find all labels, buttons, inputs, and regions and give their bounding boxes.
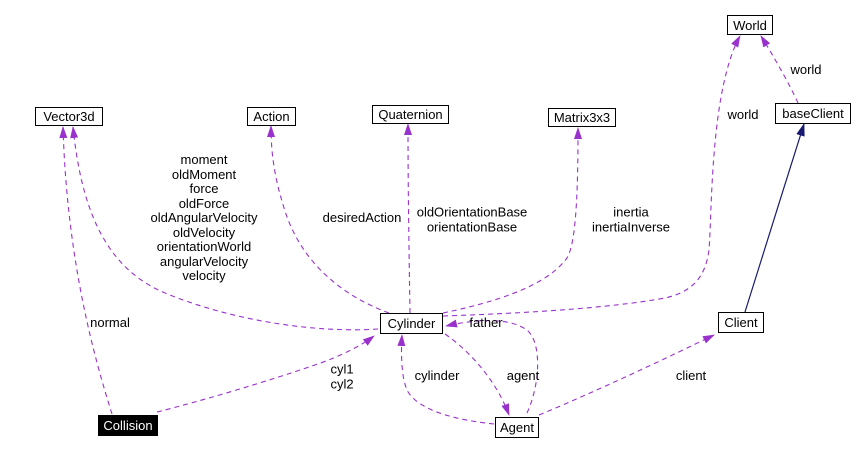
edge-cylinder-world: [442, 35, 741, 317]
edge-label-line: inertiaInverse: [591, 219, 671, 234]
class-node-cylinder[interactable]: Cylinder: [380, 313, 443, 334]
edge-label-line: normal: [90, 314, 130, 330]
edge-label-line: oldVelocity: [172, 224, 236, 240]
class-node-collision[interactable]: Collision: [98, 415, 158, 436]
edge-label-father: father: [469, 314, 503, 331]
edge-label-desired-action: desiredAction: [322, 209, 402, 226]
edge-collision-vector3d: [59, 126, 113, 415]
class-node-agent[interactable]: Agent: [495, 417, 539, 438]
edge-cylinder-action: [267, 125, 390, 314]
class-node-client[interactable]: Client: [718, 312, 764, 333]
edge-label-agent-member: agent: [506, 367, 540, 384]
edge-label-line: velocity: [182, 267, 226, 283]
class-node-baseclient[interactable]: baseClient: [775, 103, 851, 124]
edge-cylinder-quaternion: [404, 123, 413, 314]
edge-label-client-member: client: [675, 367, 707, 384]
edge-label-line: father: [469, 314, 503, 330]
edge-agent-cylinder-father: [445, 319, 539, 414]
edge-cylinder-matrix3x3: [442, 127, 582, 314]
edge-label-world-cylinder: world: [727, 106, 759, 123]
edge-label-line: inertia: [613, 204, 649, 220]
edge-label-line: agent: [506, 367, 540, 383]
edge-label-line: client: [675, 367, 707, 383]
edge-agent-cylinder: [397, 334, 495, 425]
class-node-quaternion[interactable]: Quaternion: [372, 105, 449, 124]
edge-client-baseclient-inheritance: [744, 122, 805, 313]
edge-label-line: world: [790, 61, 822, 77]
edge-label-line: angularVelocity: [159, 253, 249, 269]
edge-label-line: cylinder: [414, 367, 460, 383]
edge-label-cylinder-vector3d-members: moment oldMoment force oldForce oldAngul…: [150, 151, 258, 284]
edge-label-line: orientationWorld: [156, 238, 252, 254]
edge-label-line: force: [189, 180, 219, 196]
edge-label-inertia: inertia inertiaInverse: [591, 204, 671, 235]
edge-label-line: desiredAction: [322, 209, 402, 225]
class-node-vector3d[interactable]: Vector3d: [35, 107, 103, 126]
edge-cylinder-agent: [444, 333, 510, 416]
edge-label-cylinder-member: cylinder: [414, 367, 460, 384]
edge-label-line: cyl2: [330, 376, 354, 391]
edge-label-normal: normal: [90, 314, 130, 331]
edge-label-line: oldMoment: [171, 166, 237, 182]
edge-label-line: oldAngularVelocity: [150, 209, 258, 225]
edge-label-line: oldForce: [178, 195, 230, 211]
edge-label-orientation-base: oldOrientationBase orientationBase: [416, 204, 528, 235]
edge-label-line: orientationBase: [426, 219, 518, 234]
class-node-matrix3x3[interactable]: Matrix3x3: [548, 108, 616, 127]
edge-label-line: cyl1: [330, 361, 354, 377]
edge-baseclient-world: [760, 35, 799, 104]
edge-label-line: moment: [180, 151, 228, 167]
edge-label-world-baseclient: world: [790, 61, 822, 78]
edge-agent-client: [538, 334, 715, 416]
edge-label-cyl1-cyl2: cyl1 cyl2: [330, 361, 354, 392]
class-node-action[interactable]: Action: [247, 107, 296, 126]
edge-label-line: oldOrientationBase: [416, 204, 528, 220]
edge-label-line: world: [727, 106, 759, 122]
edge-collision-cylinder: [156, 335, 375, 413]
edge-cylinder-vector3d: [70, 126, 379, 331]
class-node-world[interactable]: World: [727, 15, 773, 35]
